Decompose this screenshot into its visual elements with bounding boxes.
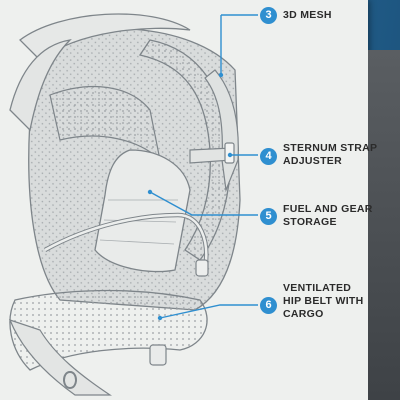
- callout-number-badge: 6: [260, 297, 277, 314]
- callout-number-badge: 3: [260, 7, 277, 24]
- callout-label: VENTILATED HIP BELT WITH CARGO: [283, 282, 364, 320]
- callout-number-badge: 5: [260, 208, 277, 225]
- callout-label: FUEL AND GEAR STORAGE: [283, 203, 373, 228]
- callout-3d-mesh: 3 3D MESH: [260, 7, 332, 24]
- backpack-illustration: [8, 13, 258, 396]
- callout-label: STERNUM STRAP ADJUSTER: [283, 142, 378, 167]
- callout-fuel-and-gear-storage: 5 FUEL AND GEAR STORAGE: [260, 203, 373, 229]
- callout-ventilated-hip-belt: 6 VENTILATED HIP BELT WITH CARGO: [260, 282, 364, 321]
- callout-label: 3D MESH: [283, 9, 332, 21]
- callout-number-badge: 4: [260, 148, 277, 165]
- card-shadow-edge: [368, 50, 400, 400]
- callout-sternum-strap-adjuster: 4 STERNUM STRAP ADJUSTER: [260, 142, 377, 168]
